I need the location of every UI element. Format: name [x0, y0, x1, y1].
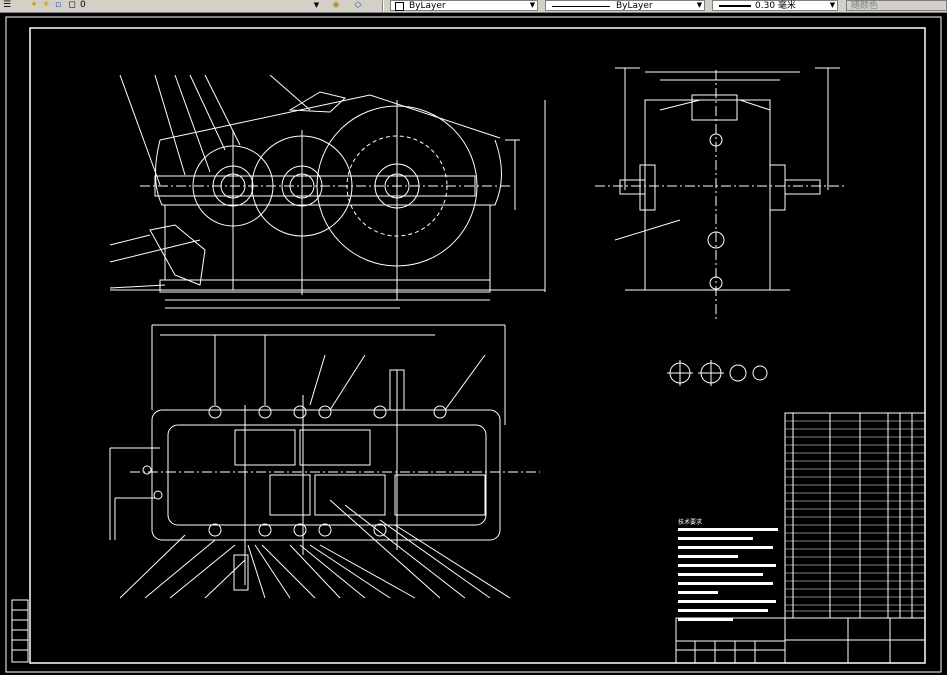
layer-previous-icon[interactable]: ◇ — [354, 0, 362, 10]
linetype-control[interactable]: ByLayer ▼ — [545, 0, 705, 11]
lineweight-dropdown-arrow[interactable]: ▼ — [829, 1, 836, 9]
color-dropdown-arrow[interactable]: ▼ — [529, 1, 536, 9]
margin-stamp — [11, 599, 29, 663]
color-control[interactable]: ByLayer ▼ — [390, 0, 538, 11]
lineweight-value: 0.30 毫米 — [755, 1, 796, 11]
plotstyle-control[interactable]: 随颜色 — [846, 0, 947, 11]
linetype-dropdown-arrow[interactable]: ▼ — [696, 1, 703, 9]
color-value: ByLayer — [409, 1, 446, 11]
color-square-icon: ◻ — [68, 0, 76, 10]
title-block — [675, 617, 926, 664]
sun-icon[interactable]: ☀ — [41, 0, 51, 10]
lineweight-sample — [719, 5, 751, 7]
linetype-value: ByLayer — [616, 1, 653, 11]
layers-icon[interactable]: ☰ — [2, 0, 12, 10]
drawing-canvas[interactable]: 技术要求 — [0, 13, 947, 675]
shaft-sections — [667, 360, 768, 386]
lightbulb-icon[interactable]: ✦ — [30, 0, 38, 10]
tech-req-title: 技术要求 — [678, 518, 702, 526]
front-view — [109, 74, 546, 309]
lock-icon[interactable]: ▫ — [54, 0, 62, 10]
lineweight-control[interactable]: 0.30 毫米 ▼ — [712, 0, 838, 11]
linetype-sample — [552, 6, 610, 7]
color-swatch-icon — [395, 2, 404, 11]
plotstyle-value: 随颜色 — [851, 1, 879, 11]
properties-toolbar: ☰ ✦ ☀ ▫ ◻ 0 ▼ ◈ ◇ ByLayer ▼ ByLayer ▼ 0.… — [0, 0, 947, 13]
outer-frame — [5, 16, 942, 673]
top-view — [109, 324, 540, 599]
layer-name: 0 — [80, 0, 86, 10]
layer-states-icon[interactable]: ◈ — [332, 0, 340, 10]
tech-requirements — [678, 528, 778, 621]
inner-border — [29, 27, 926, 664]
cad-drawing: 技术要求 — [5, 16, 942, 673]
parts-list — [784, 412, 926, 619]
layer-dropdown-arrow[interactable]: ▼ — [313, 1, 320, 9]
side-view — [595, 67, 845, 320]
